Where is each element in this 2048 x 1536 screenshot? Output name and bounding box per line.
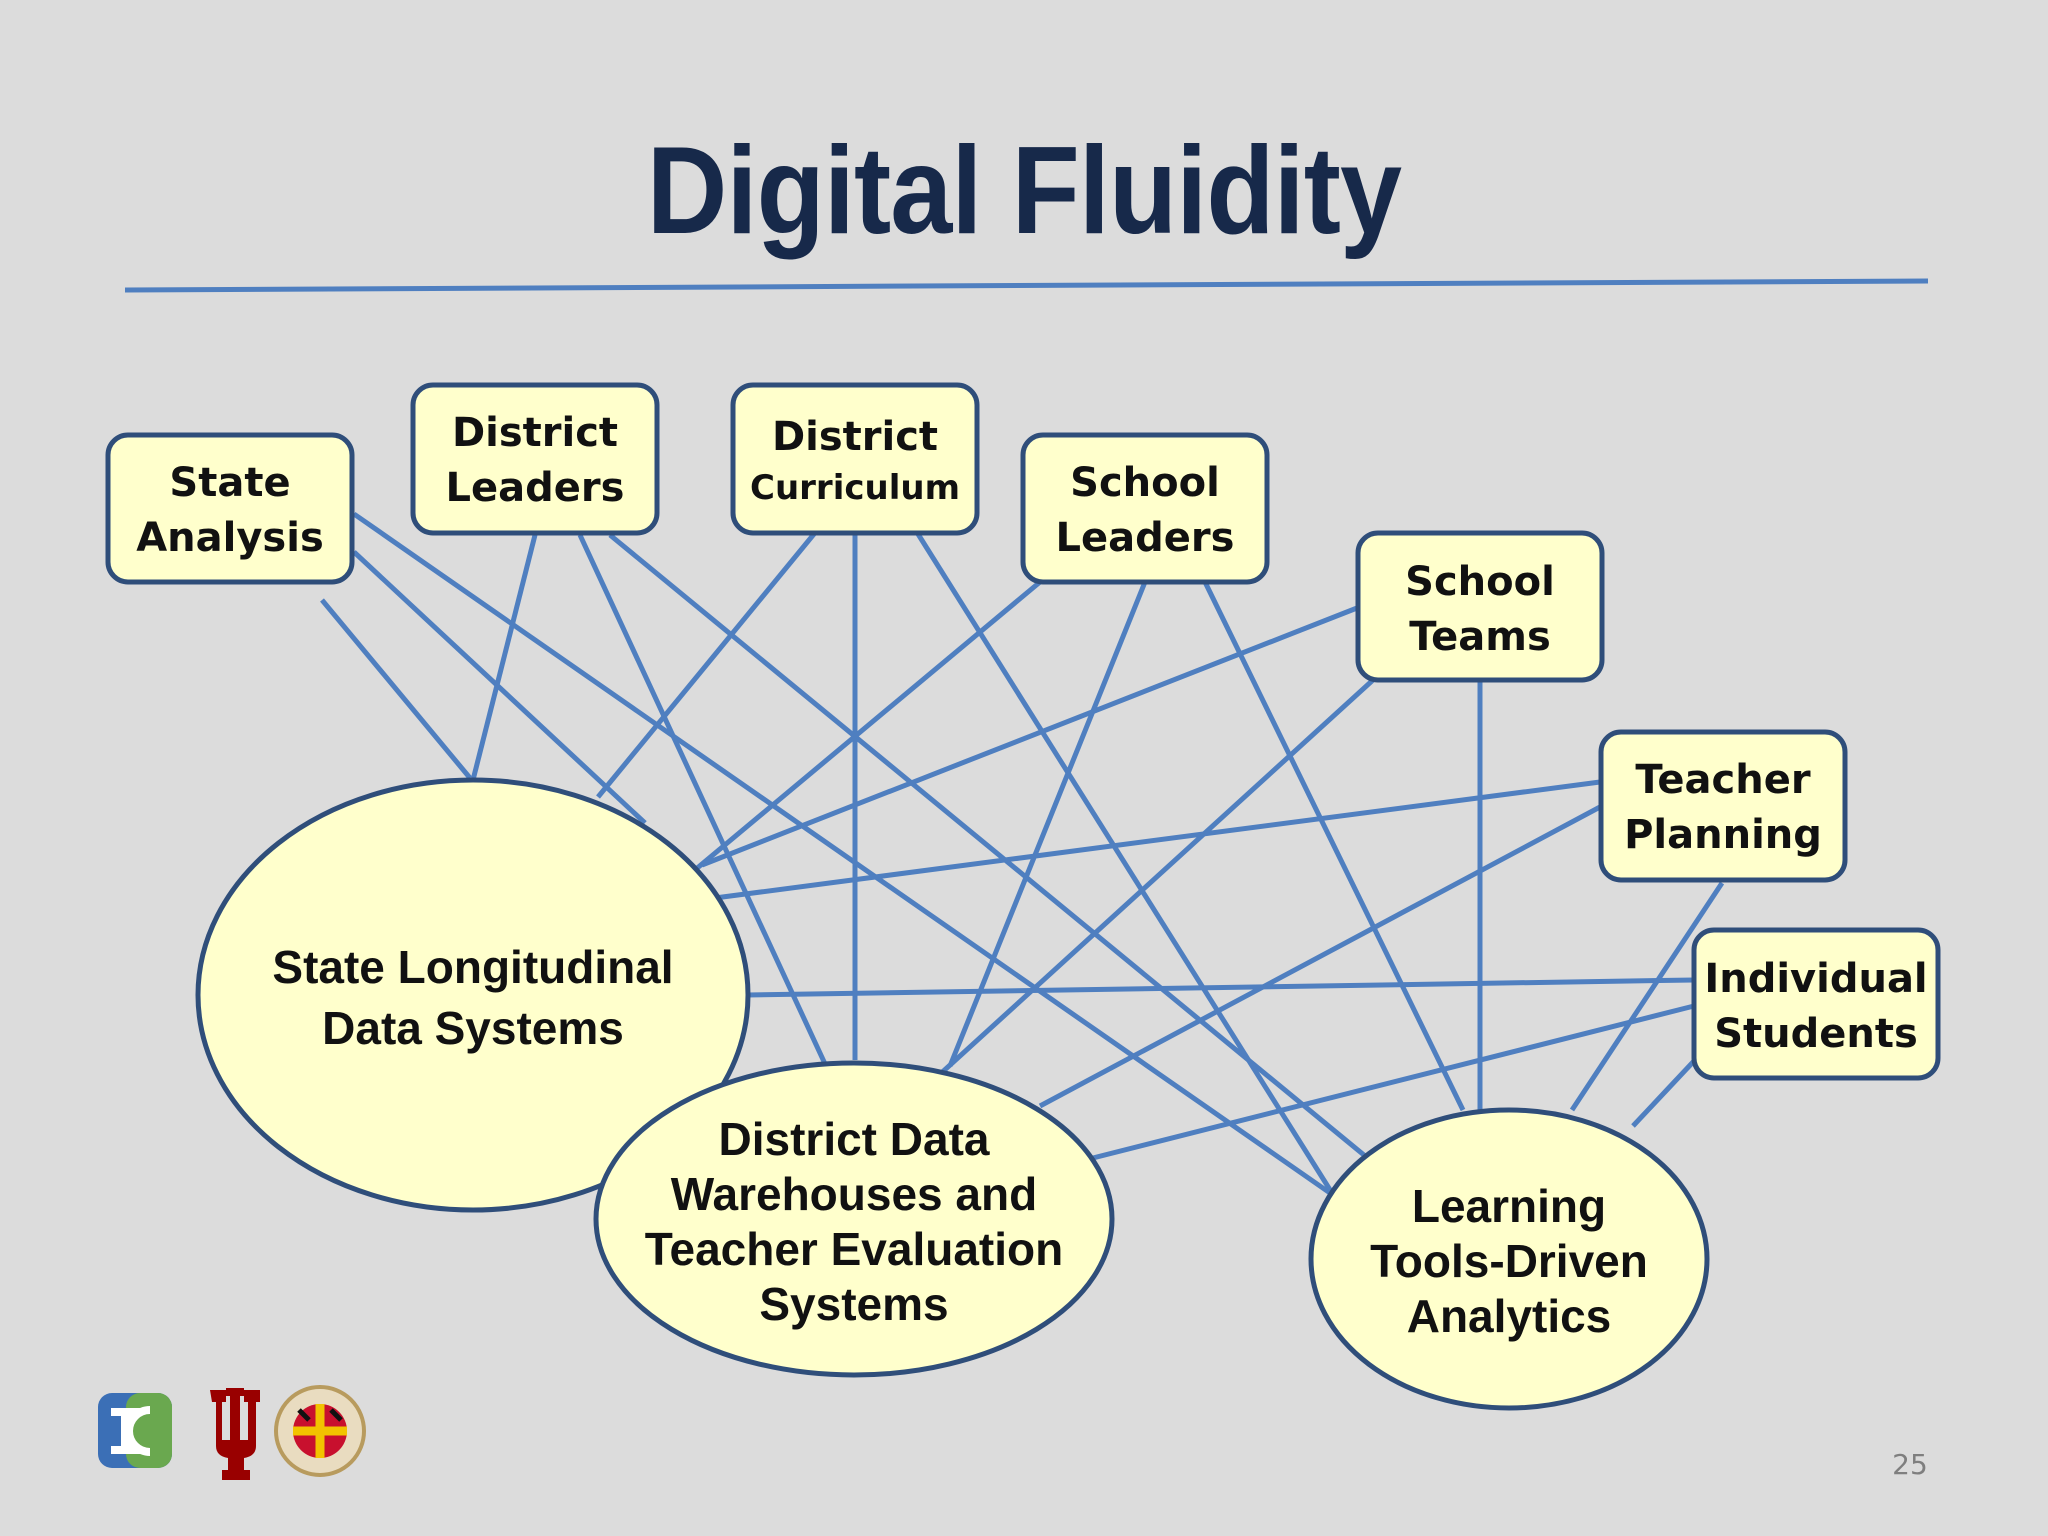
district-curriculum-node: District Curriculum [730, 382, 980, 536]
district-warehouses-line-4: Systems [759, 1278, 948, 1330]
learning-tools-node: Learning Tools-Driven Analytics [1308, 1107, 1710, 1411]
learning-tools-line-3: Analytics [1407, 1290, 1612, 1342]
individual-students-node: Individual Students [1691, 927, 1941, 1081]
school-teams-node: School Teams [1355, 530, 1605, 683]
individual-students-line-1: Individual [1704, 956, 1927, 1002]
district-leaders-box [410, 382, 660, 536]
connector-line [1631, 1059, 1696, 1128]
university-system-of-maryland-seal [274, 1385, 366, 1477]
connector-line [1202, 580, 1466, 1112]
state-longitudinal-ellipse [195, 777, 751, 1213]
state-longitudinal-line-2: Data Systems [322, 1002, 624, 1054]
district-curriculum-line-1: District [772, 414, 938, 460]
page-number: 25 [1892, 1448, 1928, 1481]
district-warehouses-line-3: Teacher Evaluation [645, 1223, 1063, 1275]
state-longitudinal-line-1: State Longitudinal [272, 941, 673, 993]
teacher-planning-line-1: Teacher [1635, 757, 1810, 803]
connector-line [714, 779, 1601, 901]
school-leaders-node: School Leaders [1020, 432, 1270, 585]
school-leaders-line-2: Leaders [1056, 515, 1235, 561]
learning-tools-line-2: Tools-Driven [1370, 1235, 1648, 1287]
school-teams-box [1355, 530, 1605, 683]
connector-line [936, 678, 1375, 1078]
district-curriculum-box [730, 382, 980, 536]
district-curriculum-line-2: Curriculum [750, 468, 960, 508]
district-warehouses-node: District Data Warehouses and Teacher Eva… [593, 1060, 1115, 1378]
school-teams-line-2: Teams [1409, 614, 1551, 660]
connector-line [947, 581, 1148, 1067]
teacher-planning-line-2: Planning [1624, 812, 1822, 858]
individual-students-box [1691, 927, 1941, 1081]
connector-line [320, 598, 472, 780]
district-warehouses-line-1: District Data [719, 1113, 990, 1165]
teacher-planning-node: Teacher Planning [1598, 729, 1848, 883]
connector-line [701, 605, 1358, 868]
state-longitudinal-node: State Longitudinal Data Systems [195, 777, 751, 1213]
district-leaders-line-1: District [452, 410, 618, 456]
school-leaders-line-1: School [1070, 460, 1220, 506]
connector-lines [320, 511, 1725, 1196]
learning-tools-ellipse [1308, 1107, 1710, 1411]
individual-students-line-2: Students [1714, 1011, 1918, 1057]
connector-line [352, 511, 1332, 1196]
learning-tools-line-1: Learning [1412, 1180, 1606, 1232]
connector-line [1084, 1003, 1695, 1163]
state-analysis-node: State Analysis [105, 432, 355, 585]
state-analysis-line-2: Analysis [136, 515, 324, 561]
state-analysis-box [105, 432, 355, 585]
connector-line [596, 532, 816, 799]
school-teams-line-1: School [1405, 559, 1555, 605]
connector-line [470, 534, 538, 781]
district-leaders-node: District Leaders [410, 382, 660, 536]
connector-line [915, 532, 1335, 1195]
teacher-planning-box [1598, 729, 1848, 883]
connector-line [1038, 804, 1602, 1109]
district-leaders-line-2: Leaders [446, 465, 625, 511]
connector-line [577, 533, 829, 1068]
ic-logo [98, 1393, 172, 1468]
district-warehouses-ellipse [593, 1060, 1115, 1378]
iu-trident-logo [210, 1388, 260, 1480]
connector-line [746, 977, 1695, 998]
slide-title: Digital Fluidity [646, 122, 1402, 260]
district-warehouses-line-2: Warehouses and [671, 1168, 1037, 1220]
connector-line [1569, 881, 1725, 1112]
title-rule [124, 278, 1929, 293]
state-analysis-line-1: State [169, 460, 290, 506]
school-leaders-box [1020, 432, 1270, 585]
connector-line [352, 550, 647, 825]
